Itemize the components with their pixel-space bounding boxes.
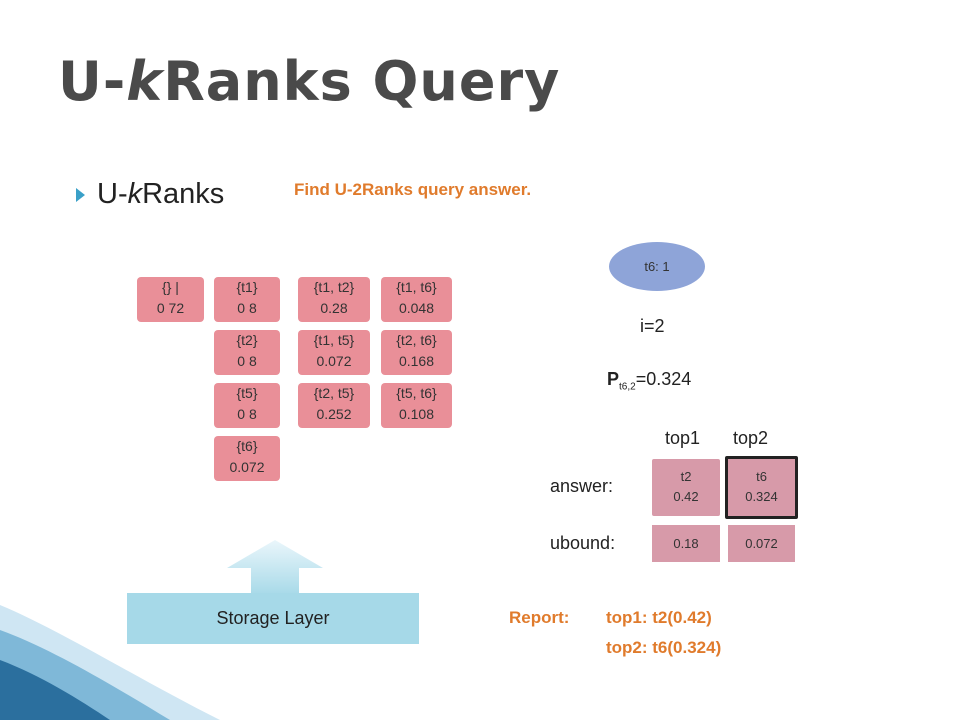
iteration-label: i=2 <box>640 316 665 336</box>
world-box: {t6}0.072 <box>214 436 280 481</box>
world-box: {t2, t6}0.168 <box>381 330 452 375</box>
bullet-arrow-icon <box>76 188 85 202</box>
report-label: Report: <box>509 608 570 627</box>
world-box: {t5}0 8 <box>214 383 280 428</box>
probability-label: Pt6,2=0.324 <box>607 369 692 393</box>
state-ellipse: t6: 1 <box>609 242 705 291</box>
up-arrow-icon <box>227 540 323 596</box>
slide-title: U-kRanks Query <box>58 50 561 113</box>
top1-header: top1 <box>665 428 701 448</box>
world-box: {t1}0 8 <box>214 277 280 322</box>
world-box: {t1, t5}0.072 <box>298 330 370 375</box>
answer-label: answer: <box>550 476 614 496</box>
ubound-box: 0.18 <box>652 525 720 562</box>
ubound-box: 0.072 <box>728 525 795 562</box>
world-box: {t1, t6}0.048 <box>381 277 452 322</box>
top2-header: top2 <box>733 428 769 448</box>
world-box: {} |0 72 <box>137 277 204 322</box>
report-line-2: top2: t6(0.324) <box>606 638 722 657</box>
world-box: {t5, t6}0.108 <box>381 383 452 428</box>
world-box: {t1, t2}0.28 <box>298 277 370 322</box>
world-box: {t2, t5}0.252 <box>298 383 370 428</box>
report-line-1: top1: t2(0.42) <box>606 608 712 627</box>
ubound-label: ubound: <box>550 533 616 553</box>
task-text: Find U-2Ranks query answer. <box>294 180 532 199</box>
corner-swoosh-decoration <box>0 605 220 720</box>
bullet-heading: U-kRanks <box>97 178 225 210</box>
storage-layer: Storage Layer <box>127 593 419 644</box>
world-box: {t2}0 8 <box>214 330 280 375</box>
